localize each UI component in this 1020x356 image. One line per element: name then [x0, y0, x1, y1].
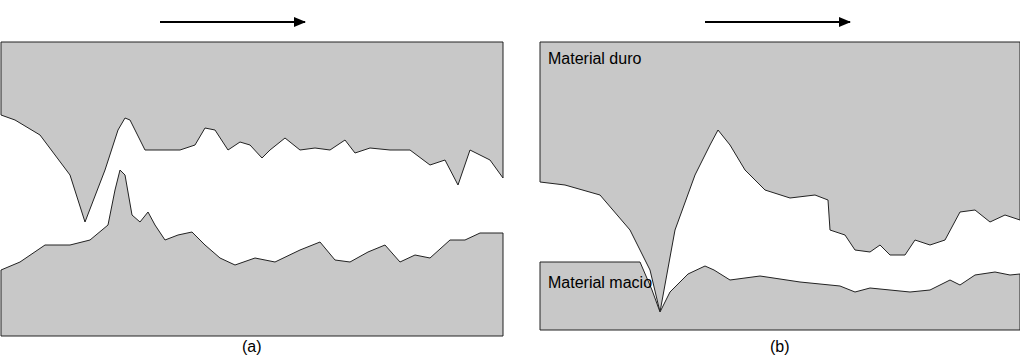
sliding-arrow	[160, 21, 305, 23]
panel-label: (b)	[770, 338, 790, 356]
material-label: Material macio	[548, 274, 652, 292]
soft-material-surface	[540, 262, 1020, 330]
panel-label: (a)	[242, 338, 262, 356]
material-label: Material duro	[548, 50, 641, 68]
lower-rough-surface	[1, 170, 503, 336]
upper-rough-surface	[1, 42, 503, 222]
sliding-arrow	[705, 21, 850, 23]
